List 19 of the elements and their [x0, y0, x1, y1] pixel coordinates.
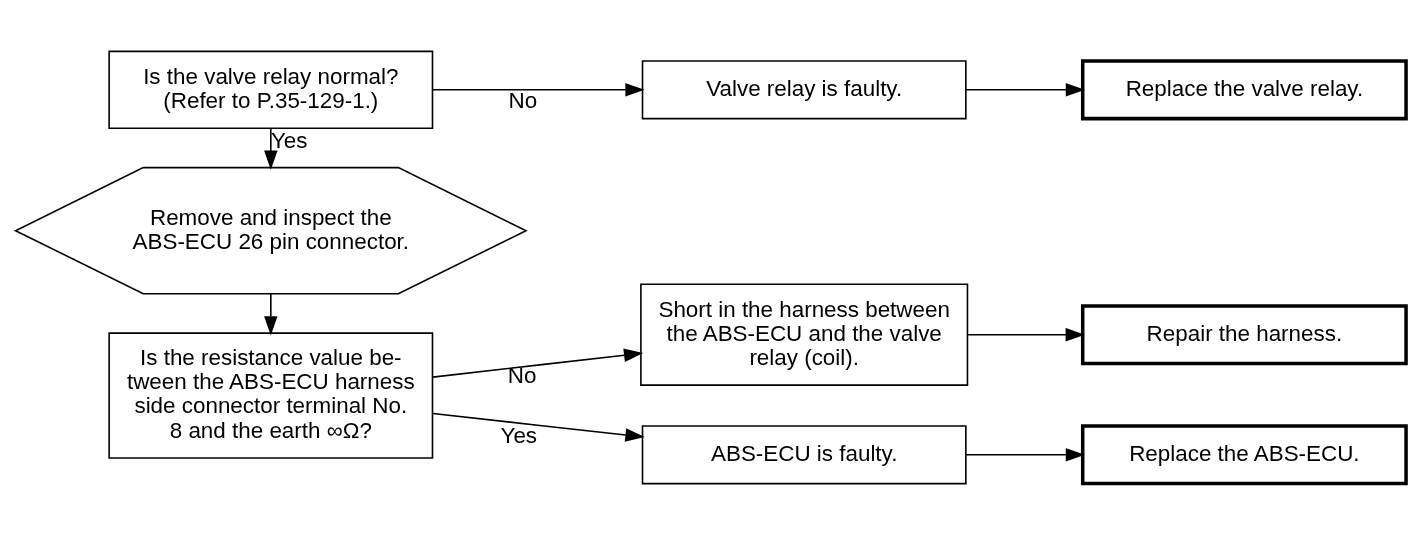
node-box: Replace the valve relay.	[1080, 59, 1408, 121]
node-box: Repair the harness.	[1080, 304, 1408, 366]
arrow	[432, 412, 645, 442]
edge-label: No	[507, 363, 537, 389]
node-box: ABS-ECU is faulty.	[641, 425, 967, 485]
node-box: Short in the harness between the ABS-ECU and the valve relay (coil).	[640, 283, 969, 386]
edge-label: No	[508, 87, 538, 113]
node-box: Valve relay is faulty.	[641, 60, 967, 120]
arrow	[432, 83, 645, 97]
arrow	[965, 83, 1085, 97]
arrow	[965, 448, 1085, 462]
node-box: Replace the ABS-ECU.	[1080, 424, 1408, 486]
arrow	[432, 348, 644, 378]
arrow	[967, 328, 1085, 342]
edge-label: Yes	[500, 423, 538, 449]
node-box: Is the resistance value be- tween the ABS-ECU harness side connector terminal No. 8 and the earth ∞Ω?	[108, 332, 434, 459]
arrow	[264, 293, 278, 336]
arrow	[264, 127, 278, 170]
node-box: Is the valve relay normal? (Refer to P.35-129-1.)	[108, 50, 434, 130]
